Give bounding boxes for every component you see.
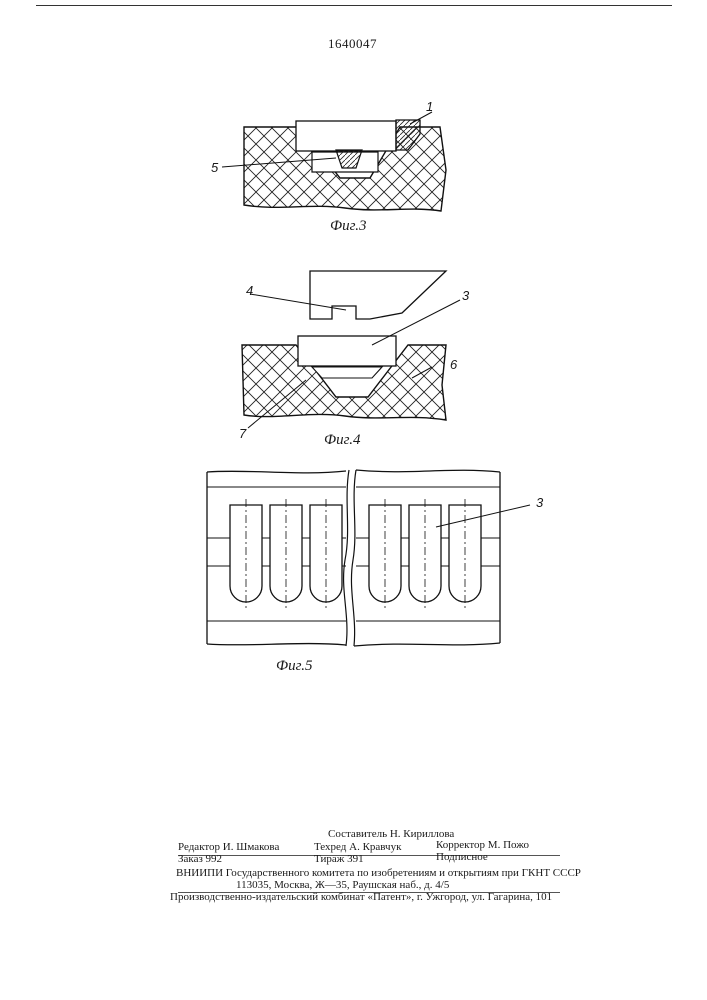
footer-production: Производственно-издательский комбинат «П… — [170, 891, 552, 904]
fig4-callout-3: 3 — [462, 288, 469, 303]
fig5-slots — [230, 505, 481, 602]
fig5-caption: Фиг.5 — [276, 658, 312, 675]
fig5-break-line-left — [344, 470, 349, 646]
fig3-callout-1: 1 — [426, 99, 433, 114]
fig4-callout-4: 4 — [246, 283, 253, 298]
footer-rule-1 — [178, 855, 560, 856]
figure-5 — [207, 470, 530, 646]
figure-4 — [242, 271, 460, 428]
fig4-upper-part — [310, 271, 446, 319]
fig4-insert — [312, 367, 382, 378]
fig3-caption: Фиг.3 — [330, 218, 366, 235]
fig3-plate — [296, 121, 396, 151]
fig4-callout-7: 7 — [239, 426, 246, 441]
footer-print-run: Тираж 391 — [314, 853, 364, 866]
footer-order: Заказ 992 — [178, 853, 222, 866]
footer-subscription: Подписное — [436, 851, 488, 864]
fig4-caption: Фиг.4 — [324, 432, 360, 449]
figure-3 — [222, 112, 446, 211]
fig3-callout-5: 5 — [211, 160, 218, 175]
fig5-break-line-right — [351, 470, 356, 646]
fig4-callout-6: 6 — [450, 357, 457, 372]
fig5-callout-3: 3 — [536, 495, 543, 510]
fig5-frame-top — [207, 470, 500, 473]
